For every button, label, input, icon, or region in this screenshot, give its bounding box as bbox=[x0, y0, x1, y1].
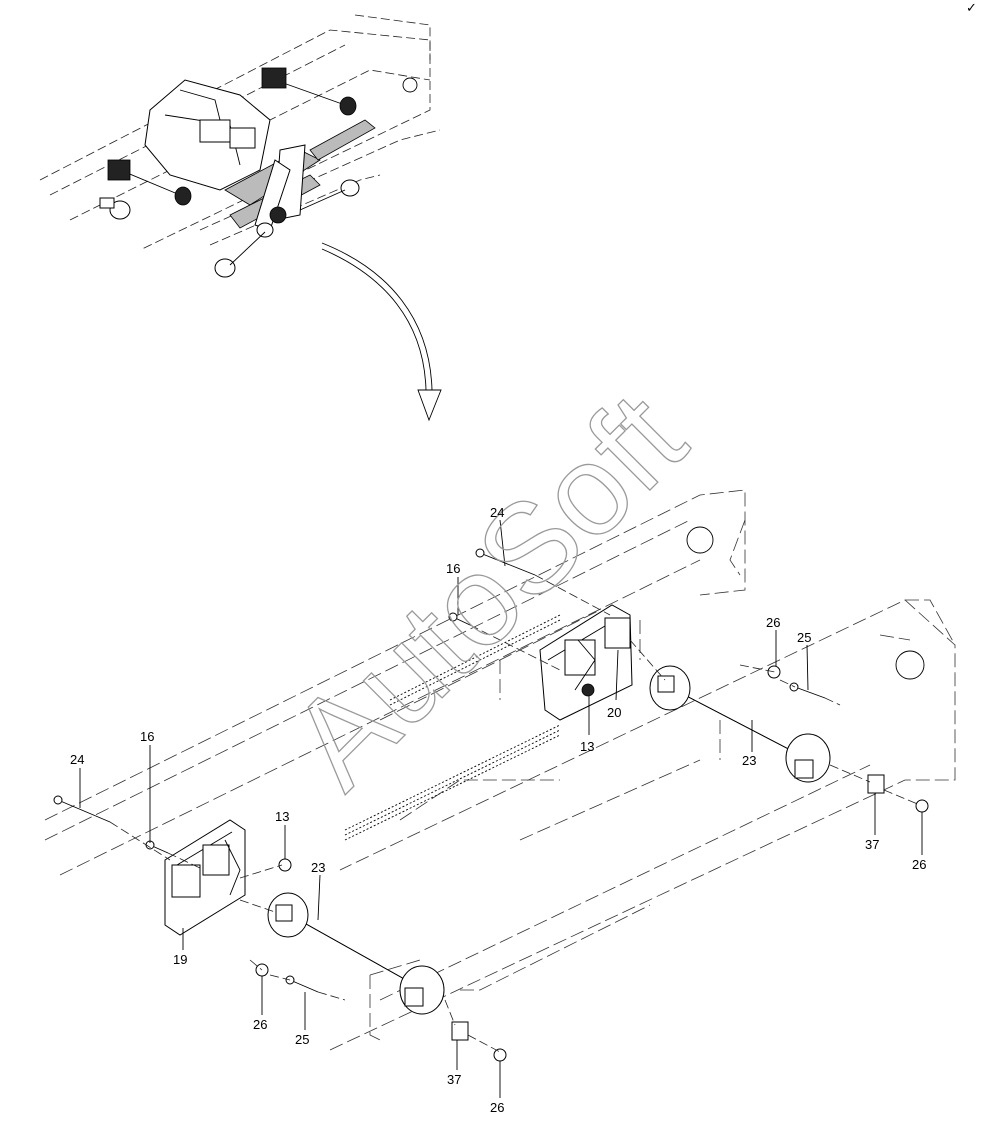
callout-37-lower: 37 bbox=[447, 1072, 461, 1087]
callout-25-upper: 25 bbox=[797, 630, 811, 645]
callout-labels: 24 16 26 25 20 13 23 37 26 24 16 13 23 1… bbox=[70, 505, 926, 1115]
callout-23-upper: 23 bbox=[742, 753, 756, 768]
corner-mark: ✓ bbox=[966, 0, 977, 15]
callout-24-lower: 24 bbox=[70, 752, 84, 767]
callout-26-upper-right: 26 bbox=[912, 857, 926, 872]
bracket-19 bbox=[164, 819, 246, 936]
bracket-20 bbox=[539, 604, 633, 721]
callout-13-lower: 13 bbox=[275, 809, 289, 824]
callout-16-upper: 16 bbox=[446, 561, 460, 576]
callout-19: 19 bbox=[173, 952, 187, 967]
callout-26-lower-left: 26 bbox=[253, 1017, 267, 1032]
overview-assembly bbox=[39, 14, 441, 278]
callout-25-lower: 25 bbox=[295, 1032, 309, 1047]
callout-37-upper: 37 bbox=[865, 837, 879, 852]
watermark: AutoSoft bbox=[264, 366, 712, 814]
callout-16-lower: 16 bbox=[140, 729, 154, 744]
frame-rails bbox=[44, 489, 956, 1051]
zoom-arrow bbox=[321, 242, 442, 422]
fasteners bbox=[53, 548, 929, 1062]
callout-24-upper: 24 bbox=[490, 505, 504, 520]
torque-rod-lower bbox=[267, 892, 445, 1015]
assembly-lines bbox=[109, 574, 921, 1053]
callout-26-lower-right: 26 bbox=[490, 1100, 504, 1115]
torque-rod-upper bbox=[649, 665, 831, 783]
callout-23-lower: 23 bbox=[311, 860, 325, 875]
callout-13-upper: 13 bbox=[580, 739, 594, 754]
leader-lines bbox=[79, 519, 923, 1098]
callout-20: 20 bbox=[607, 705, 621, 720]
callout-26-upper-left: 26 bbox=[766, 615, 780, 630]
